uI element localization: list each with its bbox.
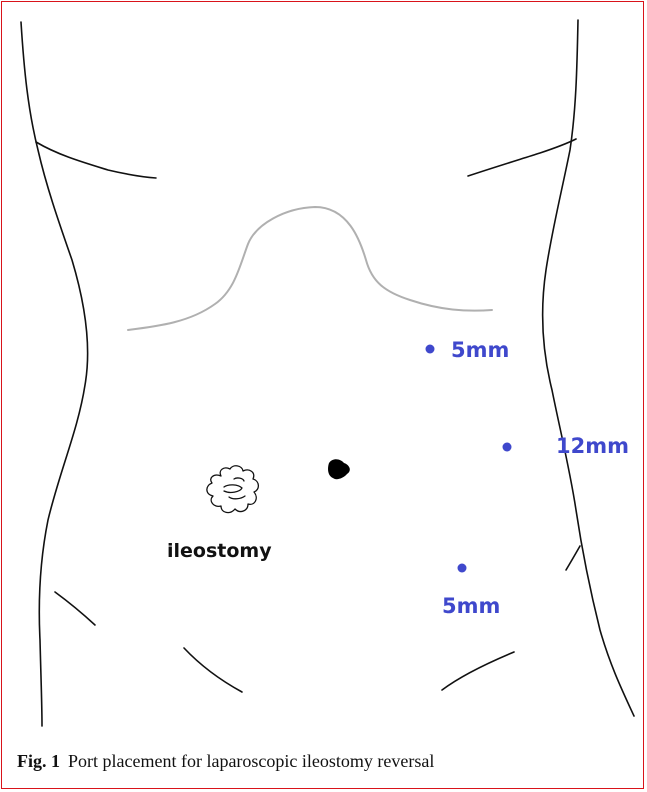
figure-caption-text: Port placement for laparoscopic ileostom…: [68, 751, 434, 771]
right-lower-curve: [566, 546, 580, 570]
port-upper-5mm: [426, 345, 435, 354]
costal-margin-outline: [128, 207, 492, 330]
port-label-lower: 5mm: [442, 596, 500, 617]
umbilicus-icon: [328, 459, 350, 479]
figure-caption: Fig. 1 Port placement for laparoscopic il…: [17, 751, 434, 772]
right-chest-outline: [468, 139, 576, 176]
abdomen-diagram: [0, 0, 645, 735]
left-torso-outline: [21, 22, 88, 726]
port-label-upper: 5mm: [451, 340, 509, 361]
port-label-middle: 12mm: [556, 436, 629, 457]
right-torso-outline: [543, 20, 634, 716]
figure-number: Fig. 1: [17, 751, 60, 771]
port-middle-12mm: [503, 443, 512, 452]
left-chest-outline: [36, 142, 156, 178]
stoma-icon: [207, 466, 259, 513]
left-lower-curve: [55, 592, 95, 625]
port-lower-5mm: [458, 564, 467, 573]
left-groin-line: [184, 648, 242, 692]
right-groin-line: [442, 652, 514, 690]
ileostomy-label: ileostomy: [167, 542, 272, 561]
